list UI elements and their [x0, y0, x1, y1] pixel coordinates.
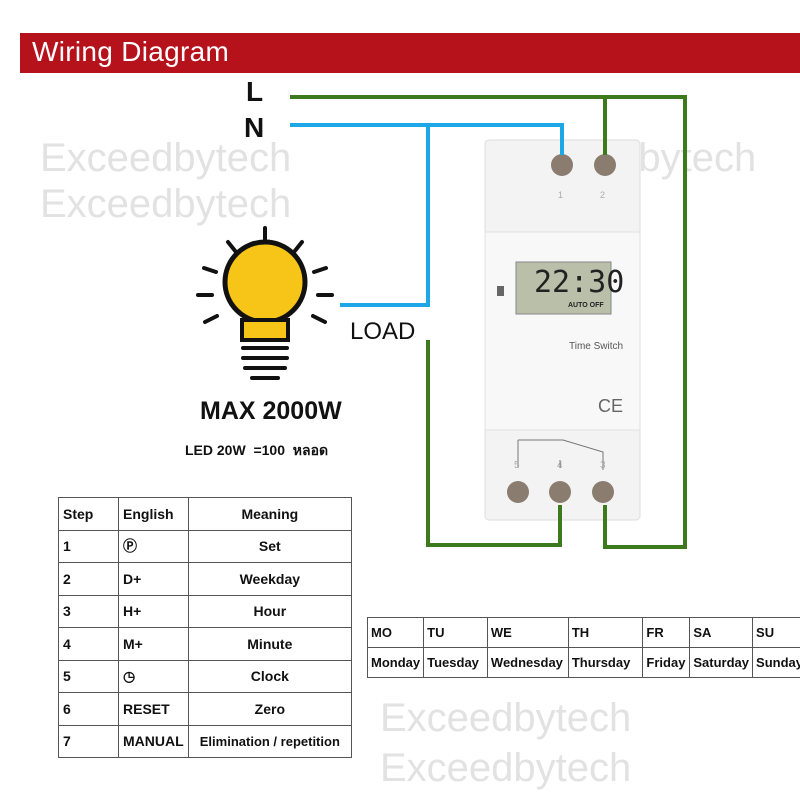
watermark: Exceedbytech: [40, 136, 292, 180]
english-cell: H+: [118, 594, 189, 628]
terminal-label: 3: [600, 460, 606, 471]
time-switch-device: [484, 139, 641, 521]
day-full: Monday: [366, 647, 425, 678]
day-full: Wednesday: [486, 647, 569, 678]
english-cell: MANUAL: [118, 724, 189, 758]
terminal-label: 4: [557, 460, 563, 471]
english-cell: M+: [118, 627, 189, 661]
line-label: L: [246, 76, 264, 107]
english-cell: RESET: [118, 692, 189, 726]
header-english: English: [118, 497, 189, 531]
ce-mark: CE: [598, 396, 624, 416]
terminal-3: [592, 481, 614, 503]
terminal-label: 1: [558, 190, 564, 200]
watermark: Exceedbytech: [380, 746, 632, 790]
meaning-cell: Clock: [187, 659, 353, 693]
watermark: Exceedbytech: [40, 182, 292, 226]
day-full: Sunday: [752, 647, 800, 678]
load-wire: [426, 340, 562, 547]
step-cell: 6: [58, 692, 119, 726]
weekday-table: MO TU WE TH FR SA SU Monday Tuesday Wedn…: [366, 617, 800, 678]
meaning-cell: Hour: [187, 594, 353, 628]
step-cell: 4: [58, 627, 119, 661]
terminal-4: [549, 481, 571, 503]
step-cell: 5: [58, 659, 119, 693]
day-abbr: TU: [423, 617, 488, 648]
day-full: Friday: [642, 647, 691, 678]
light-bulb-icon: [196, 226, 334, 380]
meaning-cell: Set: [187, 529, 353, 563]
day-full: Thursday: [567, 647, 644, 678]
lcd-time: 22:30: [534, 265, 625, 300]
watermark: Exceedbytech: [380, 696, 632, 740]
english-cell: Ⓟ: [118, 529, 189, 563]
neutral-label: N: [244, 112, 265, 143]
english-cell: ◷: [118, 659, 189, 693]
terminal-2: [594, 154, 616, 176]
neutral-wire-to-load: [340, 125, 430, 307]
day-abbr: WE: [486, 617, 569, 648]
step-cell: 3: [58, 594, 119, 628]
day-abbr: SA: [689, 617, 754, 648]
weekday-abbr-row: MO TU WE TH FR SA SU: [366, 617, 800, 648]
line-wire: [290, 95, 687, 549]
day-abbr: MO: [366, 617, 425, 648]
meaning-cell: Elimination / repetition: [187, 724, 353, 758]
diagram-title: Wiring Diagram: [32, 36, 230, 67]
table-header-row: Step English Meaning: [58, 497, 353, 531]
max-power: MAX 2000W: [200, 397, 342, 425]
terminal-5: [507, 481, 529, 503]
day-abbr: SU: [752, 617, 800, 648]
header-meaning: Meaning: [187, 497, 353, 531]
english-cell: D+: [118, 562, 189, 596]
meaning-cell: Minute: [187, 627, 353, 661]
weekday-full-row: Monday Tuesday Wednesday Thursday Friday…: [366, 647, 800, 678]
step-cell: 7: [58, 724, 119, 758]
terminal-label: 5: [514, 460, 520, 471]
neutral-wire: [290, 123, 564, 155]
step-cell: 2: [58, 562, 119, 596]
device-name: Time Switch: [569, 341, 624, 352]
table-row: 5◷Clock: [58, 659, 353, 693]
day-abbr: FR: [642, 617, 691, 648]
lcd-mode: AUTO OFF: [568, 302, 604, 309]
day-full: Tuesday: [423, 647, 488, 678]
terminal-label: 2: [600, 190, 606, 200]
load-label: LOAD: [350, 318, 416, 345]
meaning-cell: Zero: [187, 692, 353, 726]
day-full: Saturday: [689, 647, 754, 678]
led-note: LED 20W =100 หลอด: [185, 442, 329, 458]
terminal-1: [551, 154, 573, 176]
day-abbr: TH: [567, 617, 644, 648]
header-step: Step: [58, 497, 119, 531]
meaning-cell: Weekday: [187, 562, 353, 596]
title-bar: [20, 33, 800, 73]
step-cell: 1: [58, 529, 119, 563]
